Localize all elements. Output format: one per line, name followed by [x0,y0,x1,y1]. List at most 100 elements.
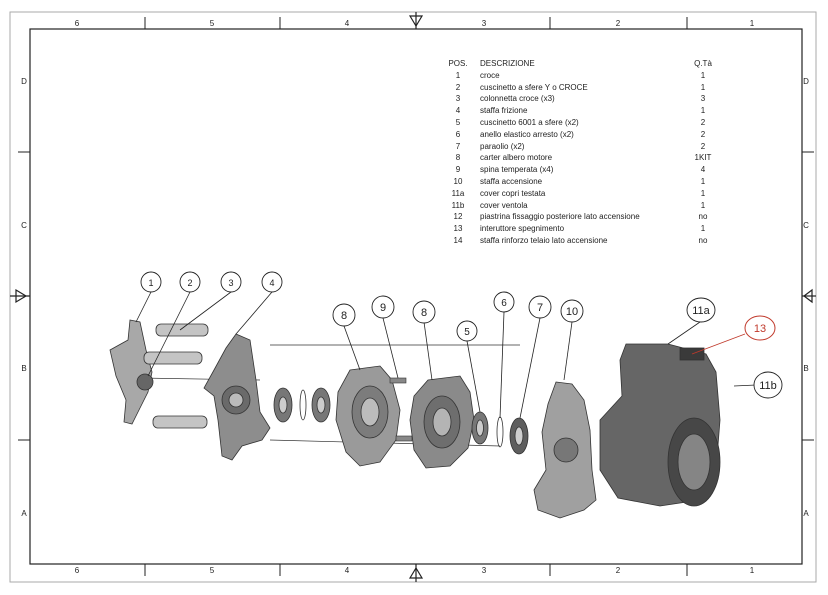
balloon-8a-label: 8 [341,310,347,322]
balloon-2-label: 2 [187,278,192,288]
top-number-2: 2 [616,19,621,28]
bom-qty: 2 [700,129,706,139]
balloon-13 [744,315,776,341]
balloon-11a-label: 11a [692,305,710,317]
bom-desc: piastrina fissaggio posteriore lato acce… [480,212,640,222]
top-number-1: 1 [750,19,755,28]
left-letter-c: C [21,221,27,230]
bom-desc: staffa accensione [480,176,543,186]
part-1-croce [109,319,154,425]
bom-row: 13 interuttore spegnimento 1 [440,223,730,235]
bom-pos: 7 [455,141,461,151]
bom-header: POS. DESCRIZIONE Q.Tà [440,58,730,70]
bom-qty: 1 [700,200,706,210]
right-letter-d: D [803,77,809,86]
bom-qty: 1 [700,176,706,186]
balloon-4 [261,271,283,293]
bom-desc: cover ventola [480,200,528,210]
bom-desc: interuttore spegnimento [480,224,565,234]
bom-desc: cuscinetto a sfere Y o CROCE [480,82,588,92]
bom-desc: colonnetta croce (x3) [480,94,555,104]
top-zone-marks [18,17,814,576]
bom-pos: 10 [453,176,463,186]
bom-row: 11b cover ventola 1 [440,200,730,212]
bom-pos: 11b [451,200,465,210]
bom-qty: 1 [700,70,706,80]
bom-pos: 9 [455,165,461,175]
balloon-8b-label: 8 [421,307,427,319]
balloon-3-label: 3 [228,278,233,288]
bom-pos: 13 [453,224,463,234]
left-letter-b: B [21,364,26,373]
balloon-7 [528,295,552,319]
bottom-number-4: 4 [345,566,350,575]
bom-pos: 11a [451,188,465,198]
bom-pos: 8 [455,153,461,163]
balloon-11a [686,297,716,323]
bom-desc: croce [480,70,500,80]
balloon-10-label: 10 [566,306,578,318]
balloon-11b [753,371,783,399]
outer-frame [9,11,817,583]
balloon-5 [456,320,478,342]
bom-row: 5 cuscinetto 6001 a sfere (x2) 2 [440,117,730,129]
left-letter-d: D [21,77,27,86]
bottom-number-5: 5 [210,566,215,575]
balloon-9 [371,295,395,319]
balloon-3 [220,271,242,293]
bom-qty: 1 [700,188,706,198]
top-number-4: 4 [345,19,350,28]
top-number-6: 6 [75,19,80,28]
bom-pos: 5 [455,117,461,127]
balloon-8a [332,303,356,327]
bom-qty: 1 [700,224,706,234]
bom-qty: 1 [700,106,706,116]
bom-header-desc: DESCRIZIONE [480,59,535,68]
top-number-5: 5 [210,19,215,28]
bottom-number-2: 2 [616,566,621,575]
centering-marks [10,12,816,582]
part-10-staffa-accensione [533,381,597,519]
bottom-number-6: 6 [75,566,80,575]
bom-row: 9 spina temperata (x4) 4 [440,164,730,176]
balloon-8b [412,300,436,324]
bom-header-qty: Q.Tà [694,59,712,68]
bom-desc: carter albero motore [480,153,553,163]
bom-desc: spina temperata (x4) [480,165,554,175]
bom-pos: 6 [455,129,461,139]
bom-row: 11a cover copri testata 1 [440,188,730,200]
bom-qty: no [698,212,708,222]
bom-row: 2 cuscinetto a sfere Y o CROCE 1 [440,82,730,94]
left-letter-a: A [21,509,27,518]
bom-pos: 2 [455,82,461,92]
balloon-6 [493,291,515,313]
leader-line-13 [691,333,746,355]
bom-desc: cuscinetto 6001 a sfere (x2) [480,117,579,127]
balloon-2 [179,271,201,293]
bottom-number-3: 3 [482,566,487,575]
bom-header-pos: POS. [448,59,468,68]
bearings-left [273,387,331,423]
bom-qty: 1 [700,82,706,92]
right-letter-b: B [803,364,808,373]
bom-qty: 4 [700,165,706,175]
balloon-7-label: 7 [537,302,543,314]
top-number-3: 3 [482,19,487,28]
bom-desc: cover copri testata [480,188,546,198]
bom-qty: 2 [700,117,706,127]
part-4-staffa-frizione [203,333,271,461]
balloon-11b-label: 11b [759,380,777,392]
bom-qty: no [698,235,708,245]
part-11-covers [599,343,721,507]
bom-pos: 3 [455,94,461,104]
balloon-1 [140,271,162,293]
right-letter-a: A [803,509,809,518]
